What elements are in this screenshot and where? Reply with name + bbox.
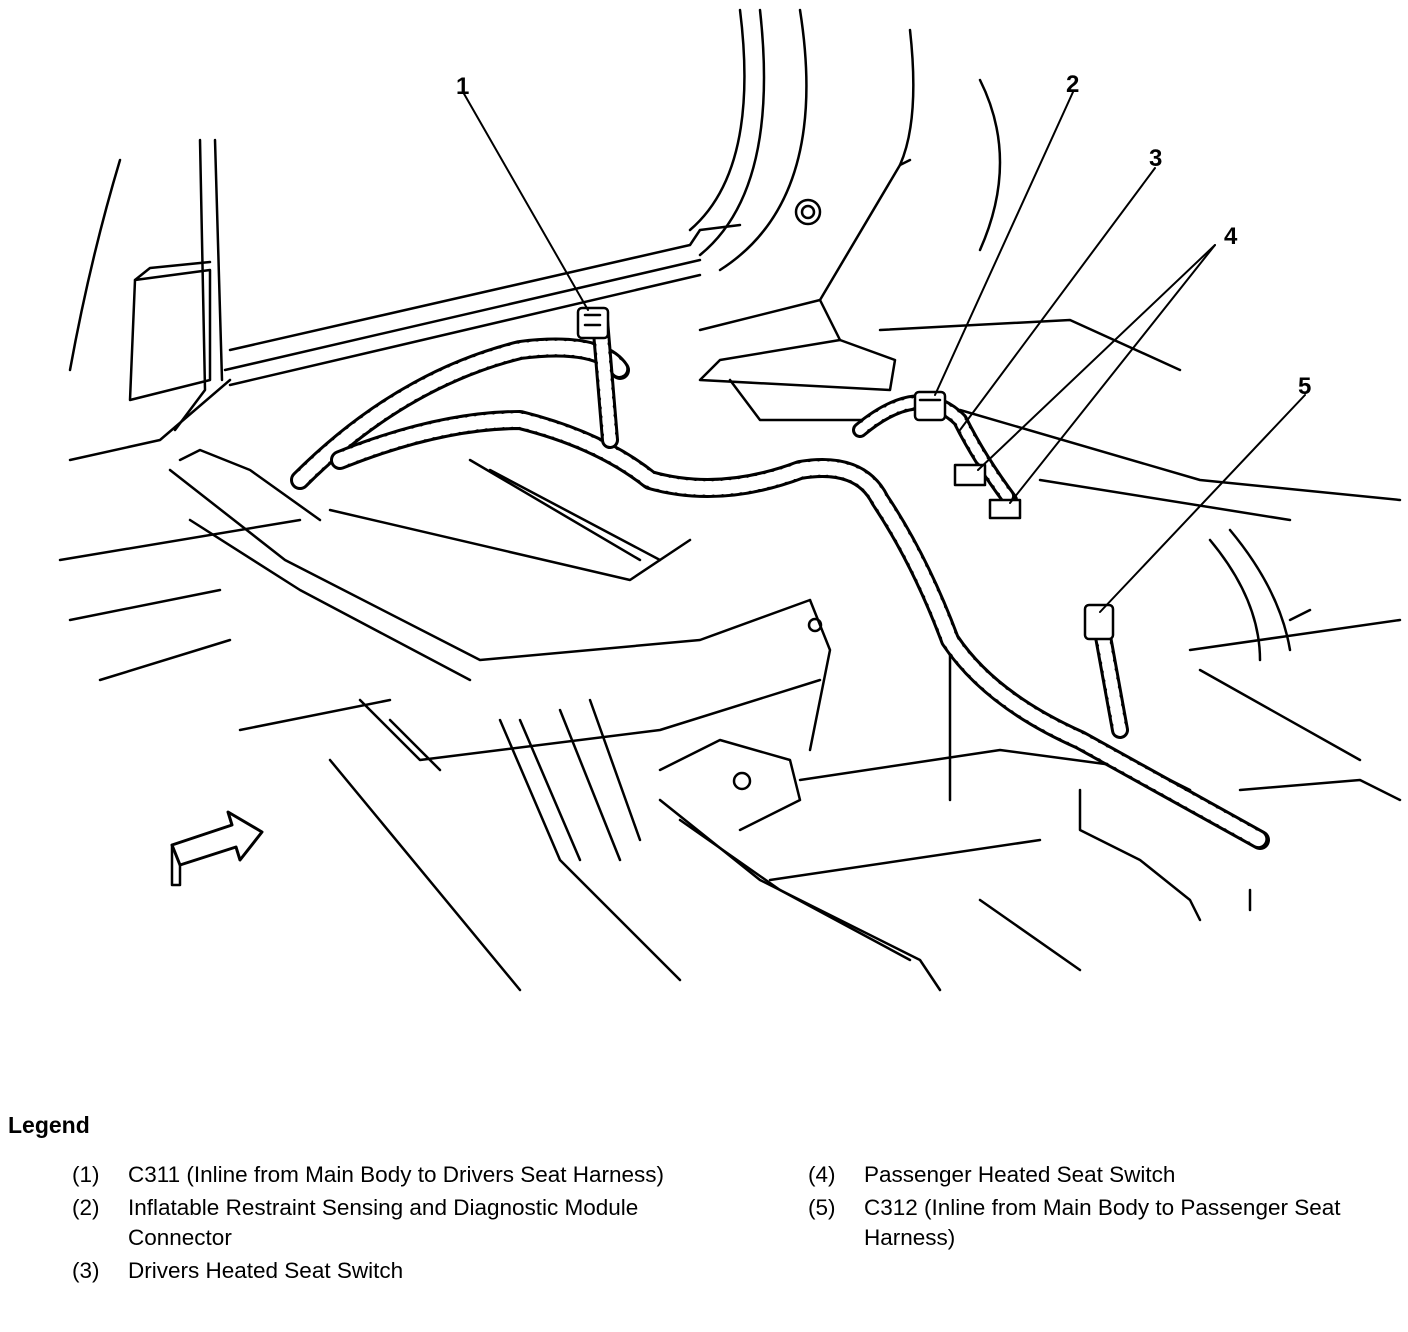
connector-sdm [913, 390, 947, 422]
legend-right-column: (4) Passenger Heated Seat Switch (5) C31… [808, 1160, 1398, 1256]
passenger-heated-seat-switch [988, 498, 1022, 520]
legend-item-number: (3) [72, 1258, 100, 1283]
left-pillar [68, 138, 232, 462]
legend-item: (1) C311 (Inline from Main Body to Drive… [72, 1160, 712, 1190]
legend-item-number: (1) [72, 1162, 100, 1187]
legend-item-number: (2) [72, 1195, 100, 1220]
floor-harness-diagram: 1 2 3 4 5 [58, 8, 1402, 992]
legend-item-text: C312 (Inline from Main Body to Passenger… [864, 1195, 1341, 1250]
legend-item: (3) Drivers Heated Seat Switch [72, 1256, 712, 1286]
legend-item-text: Inflatable Restraint Sensing and Diagnos… [128, 1195, 639, 1250]
floor-pan [58, 518, 1402, 992]
legend-item-text: C311 (Inline from Main Body to Drivers S… [128, 1162, 665, 1187]
wiring-harness [290, 311, 1270, 850]
legend-item: (4) Passenger Heated Seat Switch [808, 1160, 1398, 1190]
rear-panel [223, 8, 1002, 387]
legend-title: Legend [8, 1112, 90, 1138]
legend-item-number: (5) [808, 1195, 836, 1220]
connector-c312 [1083, 603, 1115, 641]
leader-lines [462, 91, 1306, 613]
legend-left-column: (1) C311 (Inline from Main Body to Drive… [72, 1160, 712, 1289]
legend-item-number: (4) [808, 1162, 836, 1187]
callout-1: 1 [456, 73, 469, 100]
legend-item-text: Passenger Heated Seat Switch [864, 1162, 1176, 1187]
legend-item-text: Drivers Heated Seat Switch [128, 1258, 404, 1283]
front-arrow-icon [170, 810, 264, 887]
callout-4: 4 [1224, 223, 1238, 250]
legend-item: (5) C312 (Inline from Main Body to Passe… [808, 1193, 1398, 1253]
callout-5: 5 [1298, 373, 1311, 400]
seat-frame [168, 318, 1402, 682]
callout-3: 3 [1149, 145, 1162, 172]
legend-item: (2) Inflatable Restraint Sensing and Dia… [72, 1193, 712, 1253]
callout-numbers: 1 2 3 4 5 [456, 71, 1311, 400]
connector-c311 [576, 306, 610, 340]
callout-2: 2 [1066, 71, 1079, 98]
